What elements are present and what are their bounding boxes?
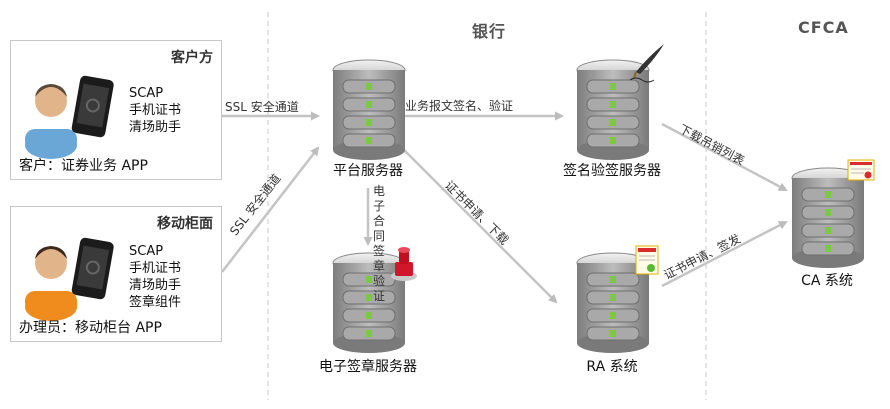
e-seal-server-label: 电子签章服务器 (319, 359, 417, 375)
clerk-caption: 办理员：移动柜台 APP (19, 320, 162, 336)
arrow-label-ssl-customer: SSL 安全通道 (225, 100, 299, 114)
clerk-box: 移动柜面 SCAP 手机证书 清场助手 签章组件 办理员：移动柜台 APP (10, 206, 222, 342)
customer-feature: 手机证书 (129, 103, 182, 118)
arrow-ssl-clerk (221, 146, 320, 273)
arrow-crl (661, 122, 788, 192)
clerk-feature: 清场助手 (129, 278, 182, 293)
arrow-cert-ra (661, 220, 788, 288)
customer-box: 客户方 SCAP 手机证书 清场助手 客户：证券业务 APP (10, 40, 222, 180)
clerk-phone-icon (71, 237, 114, 300)
sign-verify-server-label: 签名验签服务器 (563, 163, 661, 179)
section-cfca: CFCA (798, 18, 849, 37)
customer-feature: SCAP (129, 86, 164, 101)
ra-server-label: RA 系统 (586, 359, 638, 375)
customer-box-title: 客户方 (171, 50, 213, 66)
customer-person-icon (25, 84, 77, 159)
clerk-features: SCAP 手机证书 清场助手 签章组件 (129, 243, 181, 311)
section-bank: 银行 (472, 22, 507, 41)
ra-server-icon (576, 252, 650, 353)
arrow-cert-platform (403, 149, 558, 304)
platform-server-icon (332, 59, 406, 160)
customer-caption: 客户：证券业务 APP (19, 158, 148, 174)
e-seal-server-icon (332, 252, 406, 353)
ca-server-icon (791, 167, 865, 268)
clerk-person-icon (25, 246, 77, 321)
ca-certificate-icon (847, 159, 875, 181)
clerk-feature: 手机证书 (129, 261, 182, 276)
red-stamp-icon (391, 247, 417, 281)
customer-phone-icon (71, 75, 114, 138)
clerk-feature: SCAP (129, 244, 164, 259)
certificate-icon (635, 245, 659, 275)
arrow-label-biz-sign: 业务报文签名、验证 (405, 99, 514, 113)
customer-features: SCAP 手机证书 清场助手 (129, 85, 181, 136)
customer-feature: 清场助手 (129, 120, 182, 135)
quill-pen-icon (629, 44, 664, 83)
ca-server-label: CA 系统 (801, 273, 853, 289)
arrow-label-contract: 电子 合同 签章 验证 (373, 184, 386, 303)
clerk-feature: 签章组件 (129, 295, 182, 310)
sign-verify-server-icon (576, 59, 650, 160)
clerk-box-title: 移动柜面 (157, 216, 213, 232)
platform-server-label: 平台服务器 (333, 163, 403, 179)
